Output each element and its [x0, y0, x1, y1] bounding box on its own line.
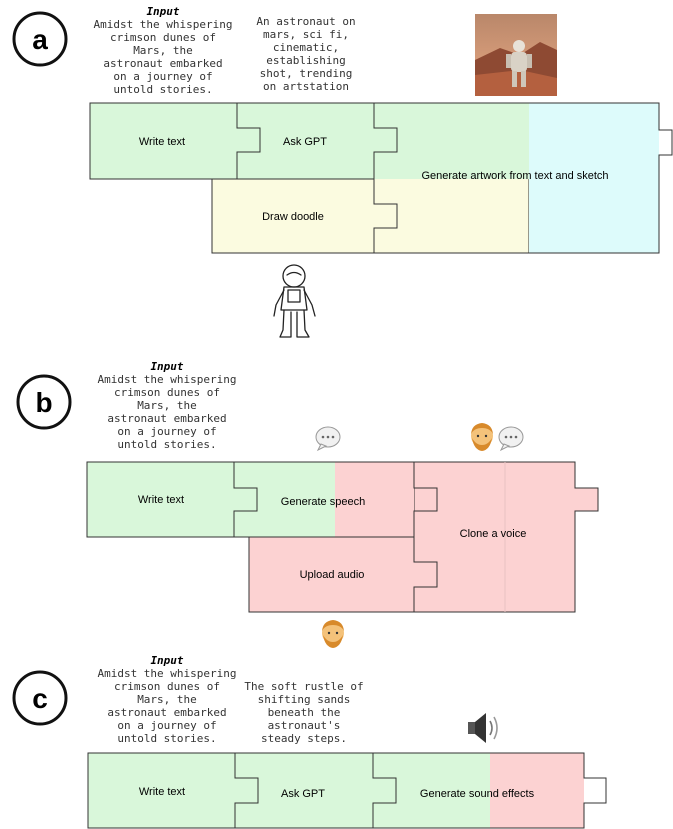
svg-text:astronaut embarked: astronaut embarked — [107, 706, 226, 719]
write-text-block — [89, 102, 261, 180]
svg-text:crimson dunes of: crimson dunes of — [114, 680, 220, 693]
panel-a: a Input Amidst the whispering crimson du… — [12, 5, 673, 338]
write-text-block — [86, 461, 258, 538]
svg-text:steady steps.: steady steps. — [261, 732, 347, 745]
input-title: Input — [150, 654, 183, 667]
panel-b-blocks — [86, 461, 599, 613]
panel-c-letter: c — [32, 683, 48, 714]
svg-text:on a journey of: on a journey of — [117, 425, 216, 438]
panel-a-badge — [12, 11, 68, 67]
generate-speech-label: Generate speech — [281, 496, 365, 508]
svg-text:shifting sands: shifting sands — [258, 693, 351, 706]
panel-a-letter: a — [32, 24, 48, 55]
bearded-man-face-icon — [471, 423, 493, 451]
svg-text:crimson dunes of: crimson dunes of — [110, 31, 216, 44]
write-text-label: Write text — [139, 786, 185, 798]
draw-doodle-block — [211, 178, 398, 254]
svg-text:astronaut embarked: astronaut embarked — [103, 57, 222, 70]
write-text-label: Write text — [139, 136, 185, 148]
svg-text:establishing: establishing — [266, 54, 345, 67]
speech-bubble-icon — [315, 426, 341, 452]
svg-text:untold stories.: untold stories. — [117, 438, 216, 451]
svg-text:on a journey of: on a journey of — [117, 719, 216, 732]
draw-doodle-label: Draw doodle — [262, 211, 324, 223]
astronaut-doodle-icon — [273, 264, 316, 338]
svg-text:untold stories.: untold stories. — [117, 732, 216, 745]
ask-gpt-label: Ask GPT — [283, 136, 327, 148]
svg-text:astronaut's: astronaut's — [268, 719, 341, 732]
svg-text:beneath the: beneath the — [268, 706, 341, 719]
svg-text:untold stories.: untold stories. — [113, 83, 212, 96]
speaker-icon — [468, 713, 498, 743]
svg-text:Mars, the: Mars, the — [137, 399, 197, 412]
svg-text:Amidst the whispering: Amidst the whispering — [97, 667, 236, 680]
panel-b-letter: b — [35, 387, 52, 418]
svg-text:Mars, the: Mars, the — [133, 44, 193, 57]
svg-text:astronaut embarked: astronaut embarked — [107, 412, 226, 425]
input-text: Amidst the whispering crimson dunes of M… — [97, 667, 236, 745]
svg-text:crimson dunes of: crimson dunes of — [114, 386, 220, 399]
astronaut-on-mars-image — [475, 14, 557, 96]
panel-c-blocks — [87, 752, 607, 829]
clone-voice-block — [413, 461, 599, 613]
clone-voice-label: Clone a voice — [460, 528, 527, 540]
panel-c-badge — [12, 670, 68, 726]
input-text: Amidst the whispering crimson dunes of M… — [97, 373, 236, 451]
input-text: Amidst the whispering crimson dunes of M… — [93, 18, 232, 96]
svg-text:shot, trending: shot, trending — [260, 67, 353, 80]
generate-artwork-label: Generate artwork from text and sketch — [421, 170, 608, 182]
svg-text:on a journey of: on a journey of — [113, 70, 212, 83]
input-title: Input — [150, 360, 183, 373]
svg-text:An astronaut on: An astronaut on — [256, 15, 355, 28]
svg-text:The soft rustle of: The soft rustle of — [244, 680, 363, 693]
panel-c: c Input Amidst the whispering crimson du… — [12, 654, 607, 829]
sound-prompt-text: The soft rustle of shifting sands beneat… — [244, 680, 363, 745]
speech-bubble-icon — [498, 426, 524, 452]
svg-text:Amidst the whispering: Amidst the whispering — [93, 18, 232, 31]
input-title: Input — [146, 5, 179, 18]
upload-audio-label: Upload audio — [300, 569, 365, 581]
bearded-man-face-icon — [322, 620, 344, 648]
svg-text:cinematic,: cinematic, — [273, 41, 339, 54]
write-text-block — [87, 752, 259, 829]
svg-text:mars, sci fi,: mars, sci fi, — [263, 28, 349, 41]
panel-b-badge — [16, 374, 72, 430]
upload-audio-block — [248, 536, 438, 613]
write-text-label: Write text — [138, 494, 184, 506]
generate-sound-label: Generate sound effects — [420, 788, 535, 800]
svg-text:on artstation: on artstation — [263, 80, 349, 93]
ask-gpt-label: Ask GPT — [281, 788, 325, 800]
panel-b: b Input Amidst the whispering crimson du… — [16, 360, 599, 648]
panel-a-blocks — [89, 102, 673, 254]
svg-text:Amidst the whispering: Amidst the whispering — [97, 373, 236, 386]
svg-text:Mars, the: Mars, the — [137, 693, 197, 706]
gpt-prompt-text: An astronaut on mars, sci fi, cinematic,… — [256, 15, 355, 93]
